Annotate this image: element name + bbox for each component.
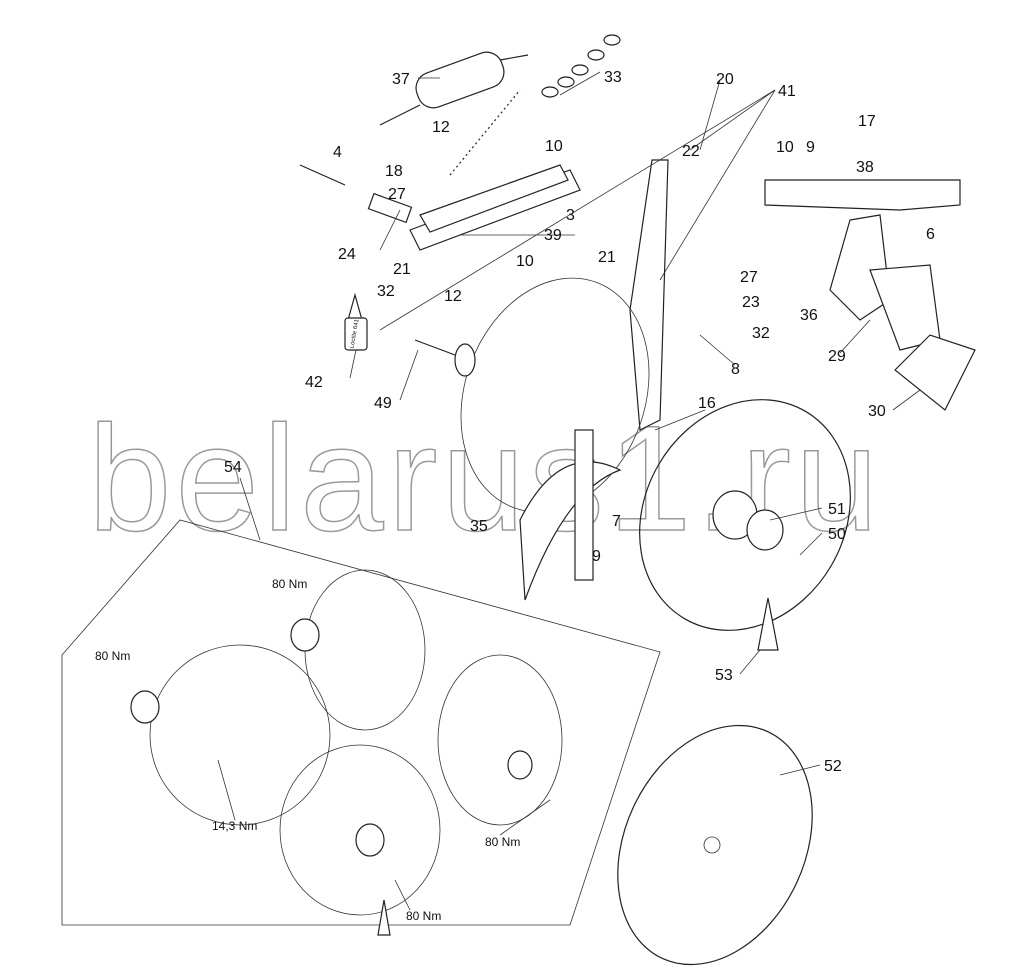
- bolt: [299, 164, 346, 186]
- callout-12: 12: [444, 288, 462, 305]
- callout-labels: 37 33 20 41 12 10 10 9 17 38 4 18 27 22 …: [224, 69, 935, 775]
- seed-boot: [519, 461, 622, 601]
- callout-50: 50: [828, 526, 846, 543]
- detail-disc: [304, 569, 426, 731]
- torque-label: 14,3 Nm: [212, 819, 257, 833]
- detail-disc: [279, 744, 441, 916]
- sealant-label: Loctite 641: [350, 318, 361, 349]
- torque-label: 80 Nm: [485, 835, 520, 849]
- callout-8: 8: [731, 361, 740, 378]
- scraper-holder: [829, 214, 891, 321]
- callout-51: 51: [828, 501, 846, 518]
- coulter-bracket: [629, 159, 669, 431]
- scraper-blade: [894, 334, 976, 411]
- shock-absorber: [379, 51, 529, 126]
- callout-3: 3: [566, 207, 575, 224]
- cap: [746, 509, 784, 551]
- callout-37: 37: [392, 71, 410, 88]
- callout-16: 16: [698, 395, 716, 412]
- callout-10: 10: [516, 253, 534, 270]
- callout-29: 29: [828, 348, 846, 365]
- detail-disc: [149, 644, 331, 826]
- callout-9: 9: [592, 548, 601, 565]
- callout-6: 6: [926, 226, 935, 243]
- callout-35: 35: [470, 518, 488, 535]
- callout-27: 27: [388, 186, 406, 203]
- callout-53: 53: [715, 667, 733, 684]
- callout-24: 24: [338, 246, 356, 263]
- callout-17: 17: [858, 113, 876, 130]
- callout-7: 7: [612, 513, 621, 530]
- callout-12: 12: [432, 119, 450, 136]
- callout-4: 4: [333, 144, 342, 161]
- washer: [454, 343, 476, 377]
- sealant-tube: [377, 899, 391, 936]
- callout-21: 21: [393, 261, 411, 278]
- callout-54: 54: [224, 459, 242, 476]
- callout-32: 32: [752, 325, 770, 342]
- callout-9: 9: [806, 139, 815, 156]
- callout-30: 30: [868, 403, 886, 420]
- torque-labels: 80 Nm 80 Nm 14,3 Nm 80 Nm 80 Nm: [95, 577, 520, 923]
- callout-27: 27: [740, 269, 758, 286]
- callout-20: 20: [716, 71, 734, 88]
- bushing: [367, 192, 413, 224]
- callout-36: 36: [800, 307, 818, 324]
- tube: [574, 429, 594, 581]
- disc: [639, 399, 851, 631]
- spring: [449, 89, 521, 176]
- torque-label: 80 Nm: [406, 909, 441, 923]
- detail-panel-outline: [61, 519, 661, 926]
- leader-lines: [217, 71, 921, 911]
- callout-33: 33: [604, 69, 622, 86]
- callout-32: 32: [377, 283, 395, 300]
- callout-52: 52: [824, 758, 842, 775]
- callout-10: 10: [545, 138, 563, 155]
- chain: [541, 34, 621, 98]
- torque-label: 80 Nm: [95, 649, 130, 663]
- callout-21: 21: [598, 249, 616, 266]
- callout-22: 22: [682, 143, 700, 160]
- disc-52: [617, 724, 813, 966]
- callout-41: 41: [778, 83, 796, 100]
- mount-bracket: [764, 179, 961, 211]
- callout-18: 18: [385, 163, 403, 180]
- callout-49: 49: [374, 395, 392, 412]
- detail-disc: [437, 654, 563, 826]
- callout-38: 38: [856, 159, 874, 176]
- arm-assembly: [409, 164, 581, 251]
- torque-label: 80 Nm: [272, 577, 307, 591]
- callout-10: 10: [776, 139, 794, 156]
- loctite-bottle: Loctite 641: [344, 292, 368, 351]
- callout-42: 42: [305, 374, 323, 391]
- sealant-tube: [757, 597, 779, 651]
- callout-39: 39: [544, 227, 562, 244]
- callout-23: 23: [742, 294, 760, 311]
